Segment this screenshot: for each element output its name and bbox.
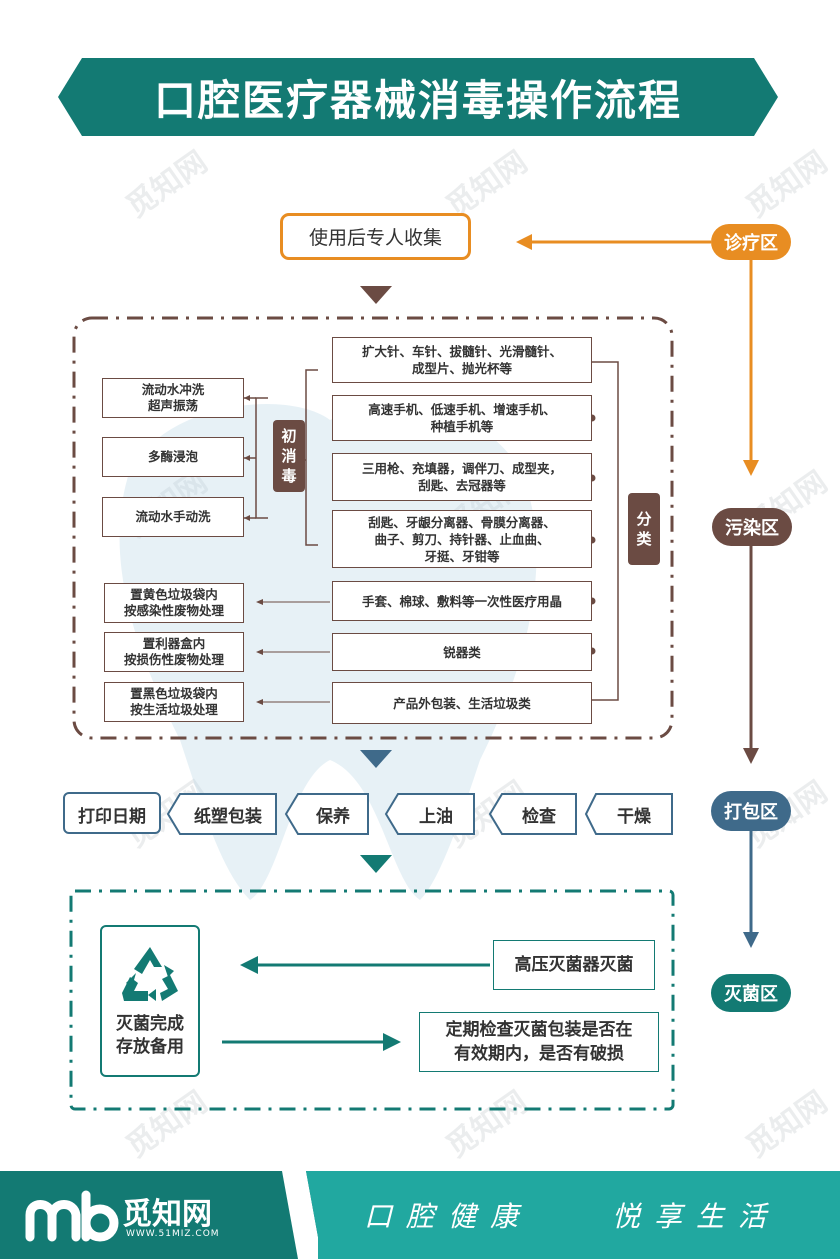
item-surgical: 刮匙、牙龈分离器、骨膜分离器、 曲子、剪刀、持针器、止血曲、 牙挺、牙钳等: [332, 510, 592, 568]
pack-step-paper-plastic: 纸塑包装: [194, 806, 262, 827]
pack-step-inspect: 检查: [522, 806, 556, 827]
disposal-sharps-box: 置利器盒内 按损伤性废物处理: [104, 632, 244, 672]
item-packaging-waste: 产品外包装、生活垃圾类: [332, 682, 592, 724]
slogan-right: 悦享生活: [612, 1200, 781, 1233]
footer-divider: [282, 1171, 322, 1259]
footer-slogan-area: 口腔健康 悦享生活: [318, 1171, 840, 1259]
sterilization-complete: 灭菌完成 存放备用: [100, 925, 200, 1077]
disposal-black-bag: 置黑色垃圾袋内 按生活垃圾处理: [104, 682, 244, 722]
expiry-check-step: 定期检查灭菌包装是否在 有效期内，是否有破损: [419, 1012, 659, 1072]
recycle-icon: [122, 947, 178, 1001]
logo-url: WWW.51MIZ.COM: [126, 1229, 220, 1239]
item-sharps: 锐器类: [332, 633, 592, 671]
logo-icon: [25, 1190, 119, 1242]
item-syringes: 三用枪、充填器，调伴刀、成型夹， 刮匙、去冠器等: [332, 453, 592, 501]
item-handpieces: 高速手机、低速手机、增速手机、 种植手机等: [332, 395, 592, 441]
autoclave-step: 高压灭菌器灭菌: [493, 940, 655, 990]
zone-label-contaminated: 污染区: [712, 508, 792, 546]
pack-step-oiling: 上油: [419, 806, 453, 827]
item-needles: 扩大针、车针、拔髓针、光滑髓针、 成型片、抛光杯等: [332, 337, 592, 383]
pack-step-maintenance: 保养: [316, 806, 350, 827]
zone-label-clinic: 诊疗区: [711, 224, 791, 260]
zone-label-packaging: 打包区: [711, 791, 791, 831]
zone-label-sterilization: 灭菌区: [711, 974, 791, 1012]
initial-disinfection-tag: 初消毒: [273, 420, 305, 492]
manual-wash-step: 流动水手动洗: [102, 497, 244, 537]
pack-step-dry: 干燥: [617, 806, 651, 827]
logo-text: 觅知网: [122, 1197, 212, 1232]
page-title: 口腔医疗器械消毒操作流程: [58, 58, 778, 136]
disposal-yellow-bag: 置黄色垃圾袋内 按感染性废物处理: [104, 583, 244, 623]
enzyme-soak-step: 多酶浸泡: [102, 437, 244, 477]
collect-step: 使用后专人收集: [280, 213, 471, 260]
classify-tag: 分类: [628, 493, 660, 565]
sterilization-complete-label: 灭菌完成 存放备用: [116, 1014, 184, 1057]
slogan-left: 口腔健康: [364, 1200, 533, 1233]
pack-step-print-date: 打印日期: [78, 806, 146, 827]
wash-step: 流动水冲洗 超声振荡: [102, 378, 244, 418]
item-disposables: 手套、棉球、敷料等一次性医疗用晶: [332, 581, 592, 621]
footer: 觅知网 WWW.51MIZ.COM 口腔健康 悦享生活: [0, 1171, 840, 1259]
footer-logo-area: 觅知网 WWW.51MIZ.COM: [0, 1171, 300, 1259]
